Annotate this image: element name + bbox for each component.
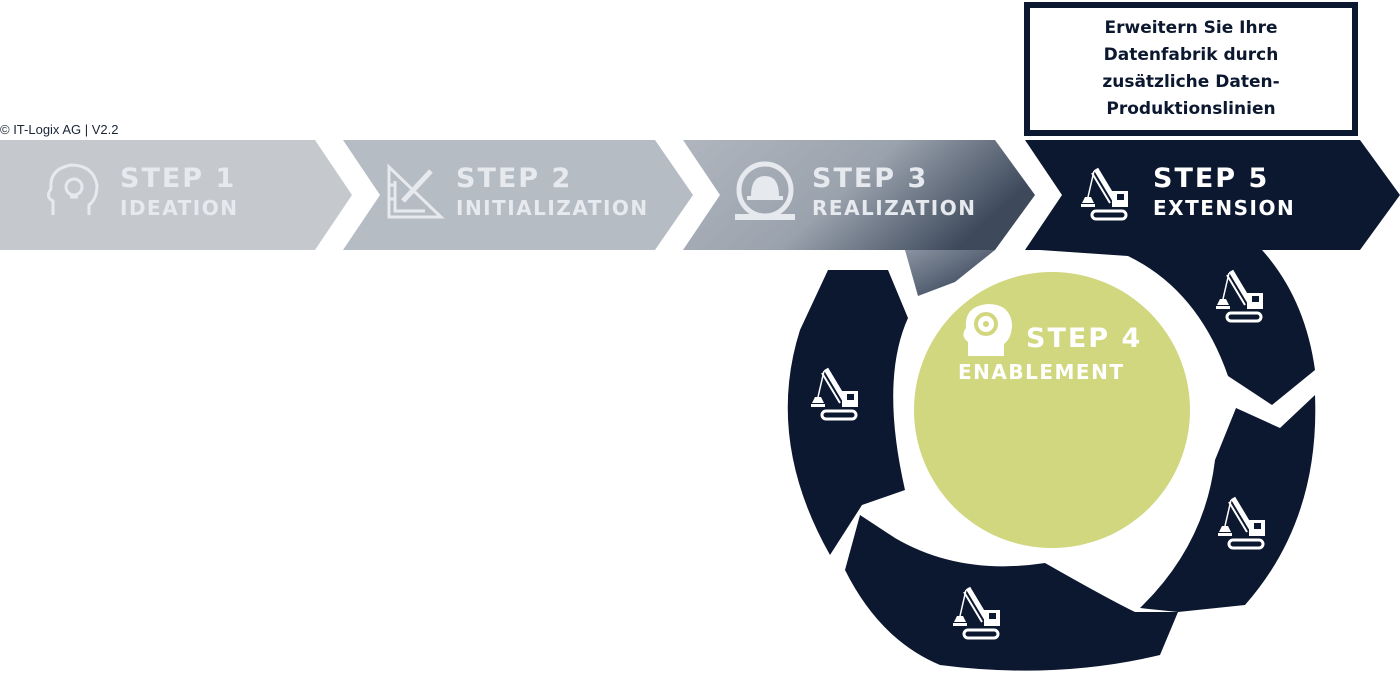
step-3-title: STEP 3	[812, 163, 929, 194]
gear-head-icon	[963, 304, 1012, 356]
step-2-arrow	[343, 140, 693, 250]
step-3-connector	[905, 250, 995, 296]
ruler-triangle-icon	[387, 163, 445, 219]
copyright-text: © IT-Logix AG | V2.2	[0, 122, 119, 137]
step-5-subtitle: EXTENSION	[1153, 196, 1296, 220]
step-1-arrow	[0, 140, 352, 250]
enablement-circle	[914, 272, 1190, 548]
lightbulb-head-icon	[46, 163, 99, 215]
callout-box: Erweitern Sie Ihre Datenfabrik durch zus…	[1024, 2, 1358, 136]
cycle-segment-right	[1140, 395, 1316, 612]
step-3-arrow	[683, 140, 1035, 250]
step-4-subtitle: ENABLEMENT	[958, 360, 1125, 384]
step-5-arrow	[1025, 140, 1400, 250]
step-5-title: STEP 5	[1153, 163, 1270, 194]
step-1-title: STEP 1	[120, 163, 237, 194]
hard-hat-icon	[735, 161, 795, 220]
callout-text: Erweitern Sie Ihre Datenfabrik durch zus…	[1102, 18, 1280, 119]
step-2-subtitle: INITIALIZATION	[456, 196, 649, 220]
step-2-title: STEP 2	[456, 163, 573, 194]
cycle-segment-bottom	[845, 515, 1178, 671]
step-3-subtitle: REALIZATION	[812, 196, 977, 220]
step-1-subtitle: IDEATION	[120, 196, 239, 220]
step-4-title: STEP 4	[1026, 323, 1143, 354]
